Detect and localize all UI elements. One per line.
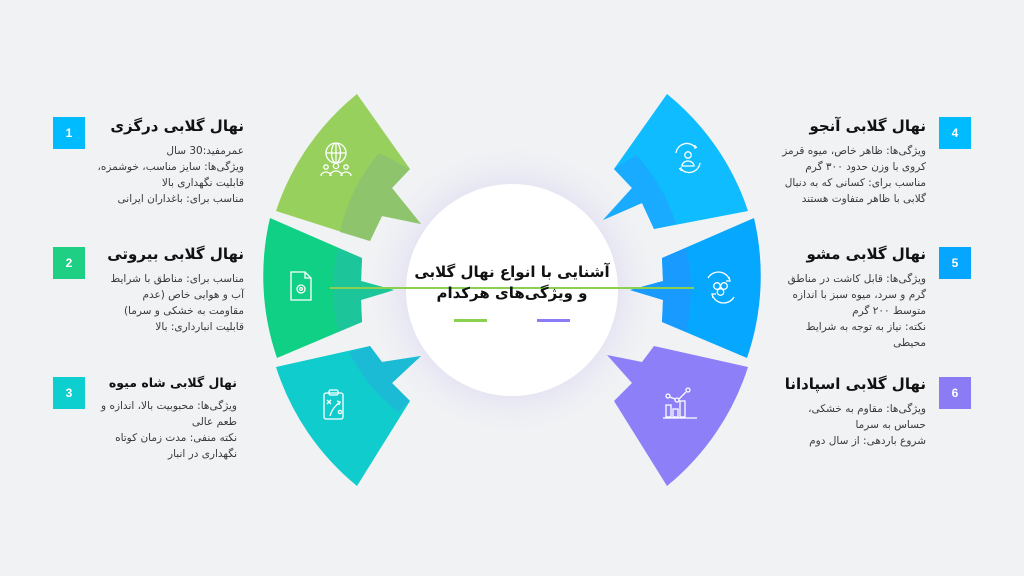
accent-bar-green	[454, 319, 487, 322]
sector-2[interactable]	[263, 218, 394, 358]
item-1: نهال گلابی درگزی عمرمفید:30 سال ویژگی‌ها…	[98, 117, 245, 207]
item-4-title: نهال گلابی آنجو	[809, 117, 926, 135]
center-title-line1: آشنایی با انواع نهال گلابی	[414, 263, 610, 281]
item-4-line: مناسب برای: کسانی که به دنبال	[784, 177, 926, 189]
item-5: نهال گلابی مشو ویژگی‌ها: قابل کاشت در من…	[788, 245, 926, 351]
item-1-desc: عمرمفید:30 سال ویژگی‌ها: سایز مناسب، خوش…	[98, 143, 245, 207]
item-2-line: آب و هوایی خاص (عدم	[142, 289, 244, 301]
badge-2: 2	[53, 247, 85, 279]
file-gear-icon	[290, 271, 312, 301]
item-6-line: ویژگی‌ها: مقاوم به خشکی،	[808, 403, 926, 415]
item-3-line: طعم عالی	[191, 416, 237, 428]
badge-1: 1	[53, 117, 85, 149]
item-1-line: قابلیت نگهداری بالا	[161, 177, 244, 189]
item-2-line: مناسب برای: مناطق با شرایط	[110, 273, 244, 285]
bar-chart-trend-icon	[663, 387, 697, 419]
item-2-line: مقاومت به خشکی و سرما)	[123, 305, 244, 317]
item-5-line: متوسط ۲۰۰ گرم	[852, 305, 926, 317]
user-sync-icon	[675, 142, 701, 174]
item-3-line: نگهداری در انبار	[168, 448, 237, 460]
item-4-line: گلابی با ظاهر متفاوت هستند	[801, 193, 926, 205]
item-1-title: نهال گلابی درگزی	[110, 117, 244, 135]
item-3-line: ویژگی‌ها: محبوبیت بالا، اندازه و	[101, 400, 237, 412]
item-6-desc: ویژگی‌ها: مقاوم به خشکی، حساس به سرما شر…	[785, 401, 926, 449]
item-2-desc: مناسب برای: مناطق با شرایط آب و هوایی خا…	[107, 271, 244, 335]
item-5-title: نهال گلابی مشو	[806, 245, 926, 263]
item-5-line: گرم و سرد، میوه سبز با اندازه	[792, 289, 927, 301]
sector-3[interactable]	[276, 346, 421, 486]
item-5-line: محیطی	[893, 337, 926, 349]
center-title-line2: و ویژگی‌های هرکدام	[436, 284, 588, 302]
item-6-line: شروع باردهی: از سال دوم	[809, 435, 926, 447]
globe-people-icon	[320, 142, 352, 177]
accent-bar-purple	[537, 319, 570, 322]
item-1-line: عمرمفید:30 سال	[166, 145, 244, 157]
item-4-desc: ویژگی‌ها: ظاهر خاص، میوه قرمز کروی با وز…	[782, 143, 926, 207]
item-2-title: نهال گلابی بیروتی	[107, 245, 244, 263]
item-3-title: نهال گلابی شاه میوه	[108, 375, 237, 390]
item-3-line: نکته منفی: مدت زمان کوتاه	[115, 432, 237, 444]
item-1-line: مناسب برای: باغداران ایرانی	[117, 193, 244, 205]
badge-5: 5	[939, 247, 971, 279]
badge-4: 4	[939, 117, 971, 149]
item-5-line: ویژگی‌ها: قابل کاشت در مناطق	[787, 273, 926, 285]
item-4-line: ویژگی‌ها: ظاهر خاص، میوه قرمز	[782, 145, 926, 157]
item-2: نهال گلابی بیروتی مناسب برای: مناطق با ش…	[107, 245, 244, 335]
hexagon-cycle-icon	[707, 271, 735, 304]
item-6-line: حساس به سرما	[855, 419, 926, 431]
item-6: نهال گلابی اسپادانا ویژگی‌ها: مقاوم به خ…	[785, 375, 926, 449]
sector-4[interactable]	[603, 94, 748, 229]
item-4: نهال گلابی آنجو ویژگی‌ها: ظاهر خاص، میوه…	[782, 117, 926, 207]
badge-3: 3	[53, 377, 85, 409]
item-6-title: نهال گلابی اسپادانا	[784, 375, 926, 393]
item-1-line: ویژگی‌ها: سایز مناسب، خوشمزه،	[97, 161, 245, 173]
badge-6: 6	[939, 377, 971, 409]
center-circle	[406, 184, 618, 396]
item-2-line: قابلیت انبارداری: بالا	[155, 321, 244, 333]
item-5-desc: ویژگی‌ها: قابل کاشت در مناطق گرم و سرد، …	[788, 271, 926, 351]
sector-5[interactable]	[630, 218, 761, 358]
item-3: نهال گلابی شاه میوه ویژگی‌ها: محبوبیت با…	[101, 375, 237, 462]
center-title: آشنایی با انواع نهال گلابی و ویژگی‌های ه…	[400, 262, 624, 304]
clipboard-strategy-icon	[323, 389, 344, 420]
item-3-desc: ویژگی‌ها: محبوبیت بالا، اندازه و طعم عال…	[101, 398, 237, 462]
item-4-line: کروی با وزن حدود ۳۰۰ گرم	[805, 161, 926, 173]
item-5-line: نکته: نیاز به توجه به شرایط	[805, 321, 926, 333]
